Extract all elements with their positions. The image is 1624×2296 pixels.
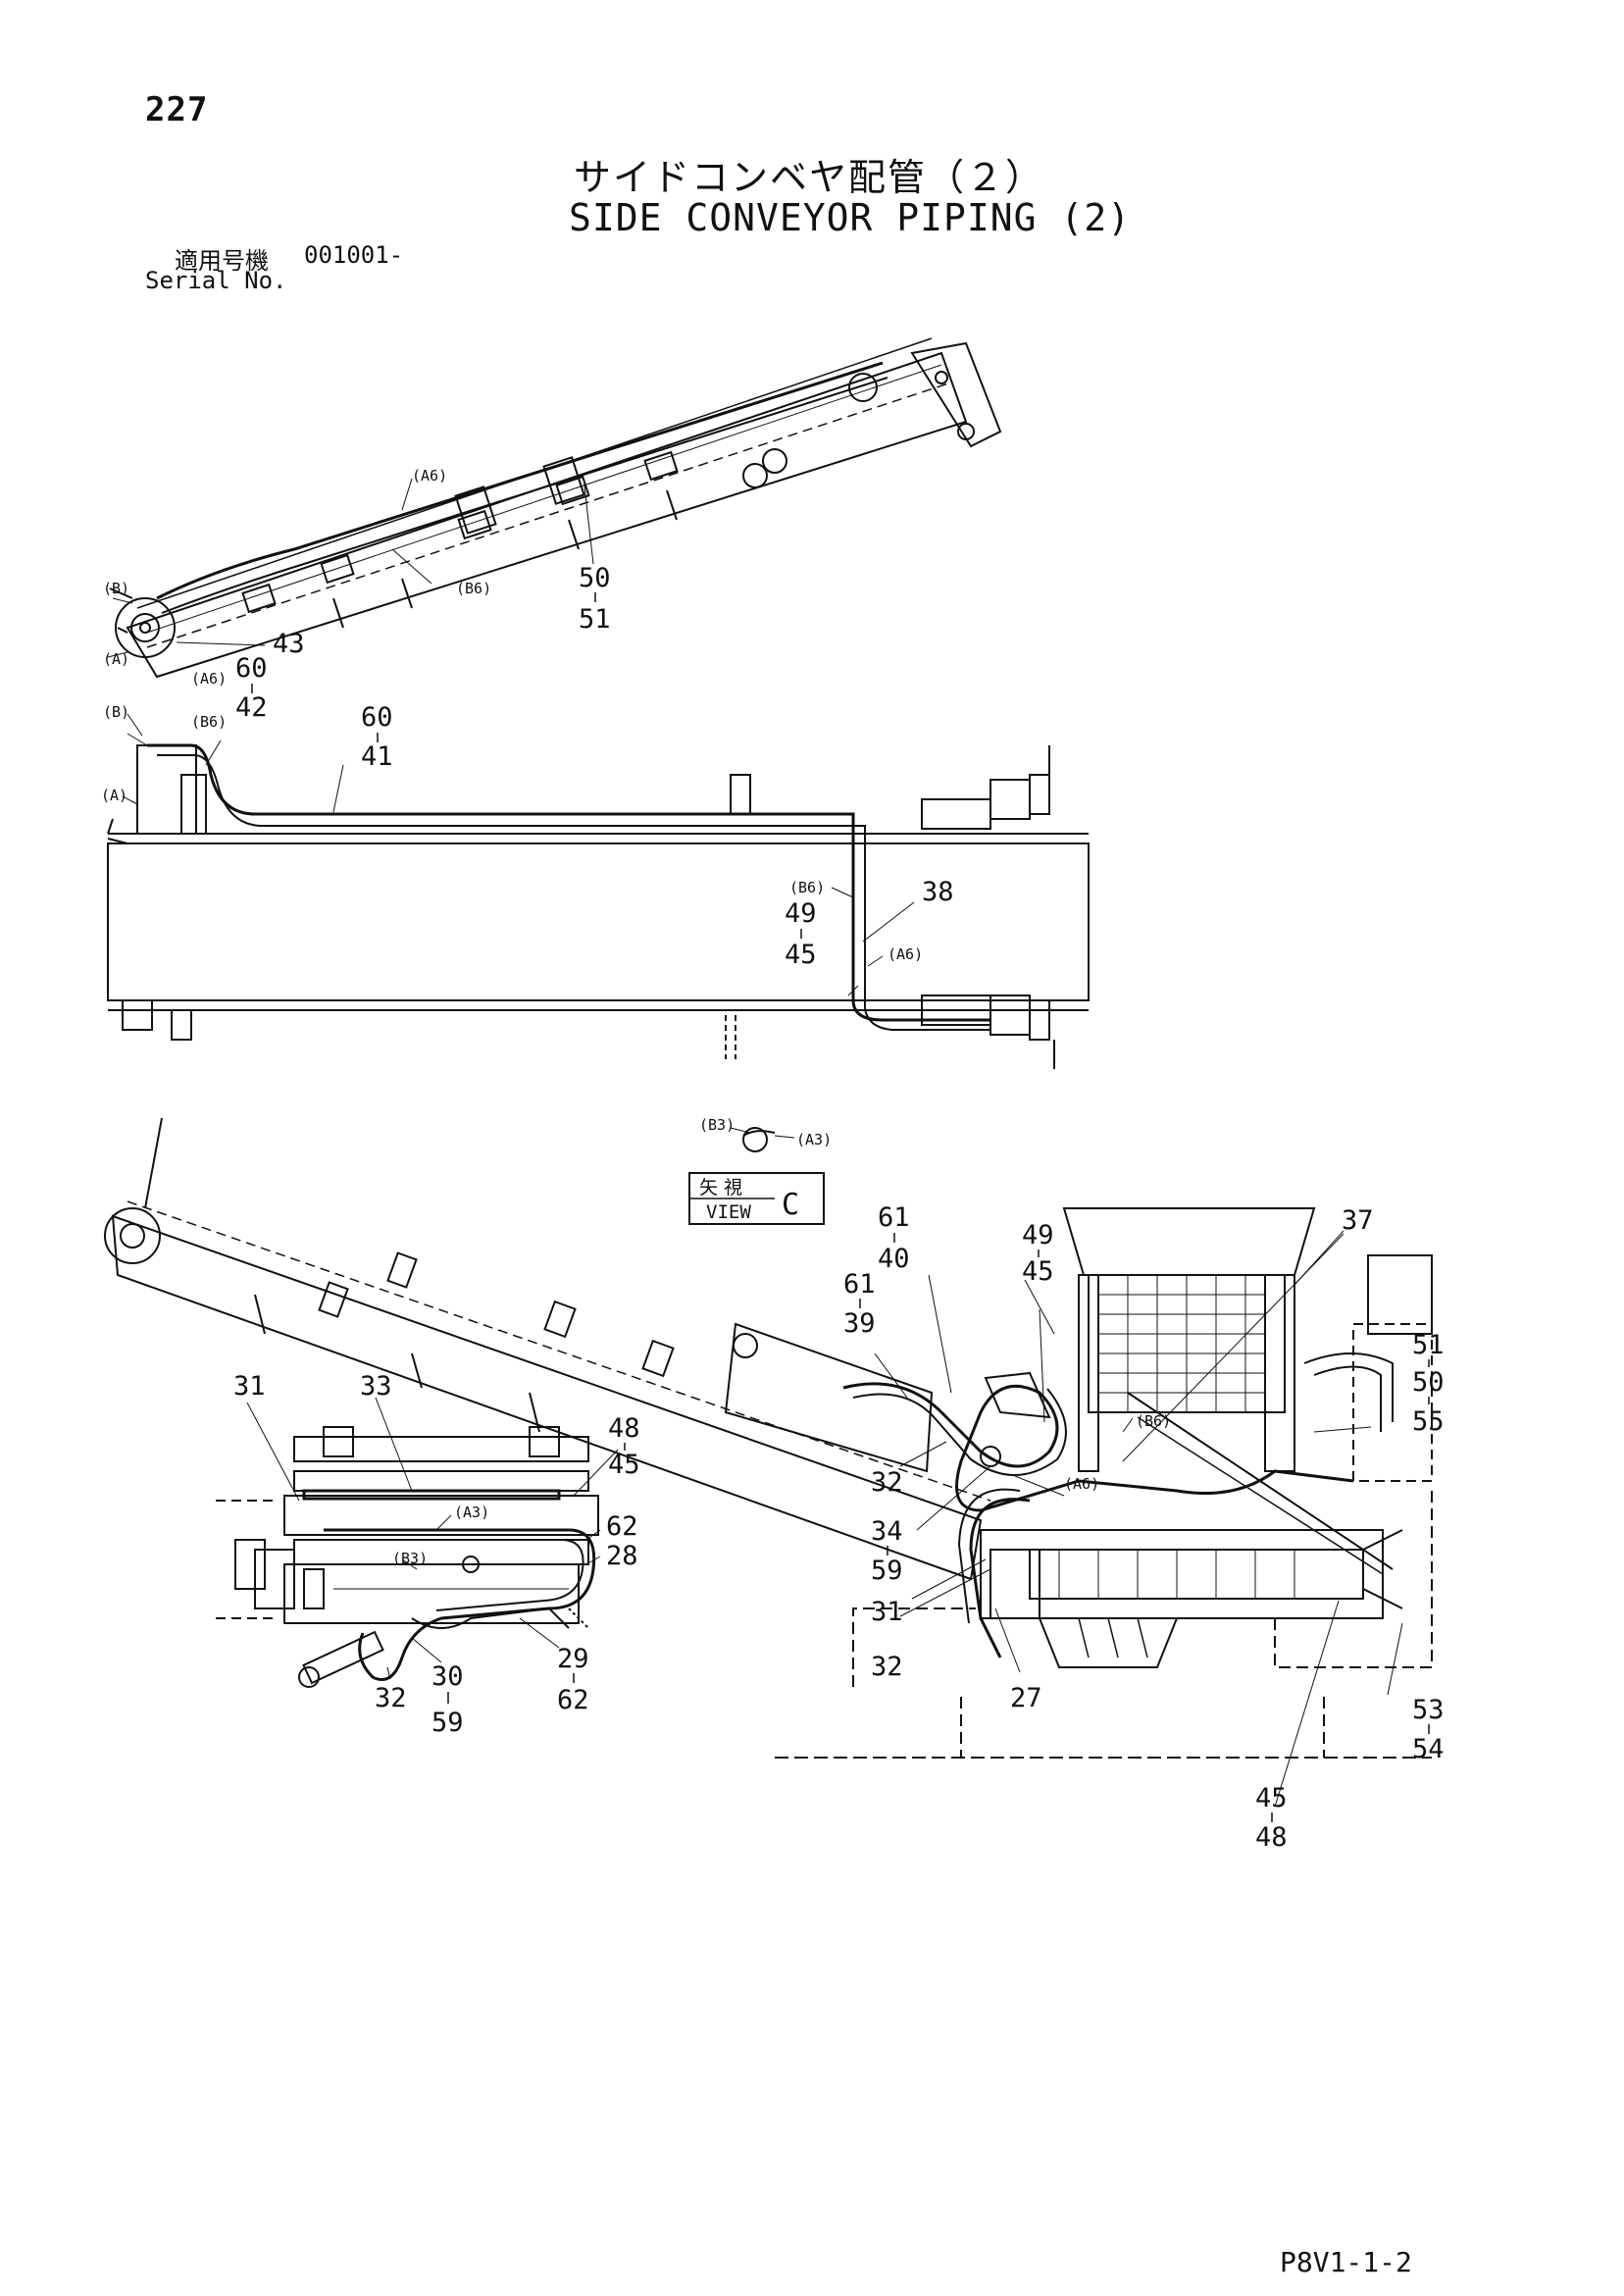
serial-label-english: Serial No. (145, 267, 287, 294)
callout-60-b: 60 (361, 702, 393, 733)
detail-view (216, 1397, 619, 1688)
callout-28: 28 (606, 1541, 638, 1571)
callout-59-main: 59 (871, 1556, 903, 1586)
serial-number-value: 001001- (304, 241, 404, 269)
port-label-b6-plan: (B6) (789, 879, 825, 896)
page-title-japanese: サイドコンベヤ配管（２） (574, 156, 1045, 199)
callout-49-mid: 49 (785, 898, 817, 929)
callout-55: 55 (1412, 1406, 1445, 1437)
callout-34: 34 (871, 1516, 903, 1547)
callout-62: 62 (606, 1511, 638, 1542)
port-label-a-mid: (A) (101, 787, 127, 804)
port-label-b6-mid: (B6) (191, 713, 227, 731)
callout-59-detail: 59 (431, 1708, 464, 1738)
callout-48-detail: 48 (608, 1413, 640, 1444)
callout-27: 27 (1010, 1683, 1042, 1713)
callout-51-main: 51 (1412, 1330, 1445, 1360)
port-label-a6-plan: (A6) (888, 945, 923, 963)
view-letter: C (782, 1188, 799, 1222)
port-label-b6-main: (B6) (1136, 1412, 1171, 1430)
callout-41: 41 (361, 741, 393, 772)
callout-33: 33 (360, 1371, 392, 1402)
callout-45-mid: 45 (785, 940, 817, 970)
serial-label-japanese: 適用号機 (175, 247, 269, 275)
callout-45-main: 45 (1022, 1256, 1054, 1287)
callout-30: 30 (431, 1661, 464, 1692)
drawing-code: P8V1-1-2 (1280, 2246, 1412, 2278)
callout-37: 37 (1342, 1205, 1374, 1236)
callout-45-detail: 45 (608, 1450, 640, 1480)
port-label-b-mid: (B) (103, 703, 129, 721)
callout-42: 42 (235, 692, 268, 723)
part-callouts: 43 50 51 60 42 60 41 38 49 45 31 33 48 4… (233, 563, 1445, 1853)
callout-31-main: 31 (871, 1597, 903, 1627)
callout-43: 43 (273, 629, 305, 659)
callout-29: 29 (557, 1644, 589, 1674)
plan-view (107, 713, 1090, 1069)
port-label-b3-view: (B3) (699, 1116, 735, 1134)
callout-49-main: 49 (1022, 1220, 1054, 1250)
top-conveyor-view (107, 337, 1002, 679)
callout-61-b: 61 (843, 1269, 876, 1300)
port-label-a3-view: (A3) (796, 1131, 832, 1148)
callout-48-bottom: 48 (1255, 1822, 1288, 1853)
port-label-a6-top: (A6) (412, 467, 447, 485)
callout-60-a: 60 (235, 653, 268, 684)
callout-tick-marks (251, 592, 1430, 1822)
port-label-a-top: (A) (103, 650, 129, 668)
port-label-b6-top: (B6) (456, 580, 491, 597)
callout-40: 40 (878, 1244, 910, 1274)
callout-32-detail: 32 (375, 1683, 407, 1713)
callout-54: 54 (1412, 1734, 1445, 1764)
callout-50-top: 50 (579, 563, 611, 593)
callout-62-b: 62 (557, 1685, 589, 1715)
port-label-b3-detail: (B3) (392, 1550, 428, 1567)
port-label-b-top: (B) (103, 580, 129, 597)
callout-51-top: 51 (579, 604, 611, 635)
port-label-a6-main: (A6) (1064, 1475, 1099, 1493)
port-labels: (A6) (B6) (B) (A) (A6) (B6) (B) (A) (B6)… (101, 467, 1171, 1567)
callout-50-main: 50 (1412, 1367, 1445, 1398)
page-number: 227 (145, 90, 209, 129)
callout-45-bottom: 45 (1255, 1783, 1288, 1813)
callout-31-detail: 31 (233, 1371, 266, 1402)
callout-32-main-b: 32 (871, 1652, 903, 1682)
port-label-a3-detail: (A3) (454, 1504, 489, 1521)
port-label-a6-mid: (A6) (191, 670, 227, 688)
view-label-english: VIEW (706, 1201, 751, 1223)
callout-32-main-a: 32 (871, 1467, 903, 1498)
callout-61-a: 61 (878, 1202, 910, 1233)
callout-38: 38 (922, 877, 954, 907)
page-title-english: SIDE CONVEYOR PIPING (2) (569, 196, 1132, 239)
callout-39: 39 (843, 1308, 876, 1339)
view-label-japanese: 矢 視 (699, 1177, 742, 1199)
view-c-inset (730, 1127, 795, 1152)
callout-53: 53 (1412, 1695, 1445, 1725)
main-side-view (104, 1117, 1433, 1808)
